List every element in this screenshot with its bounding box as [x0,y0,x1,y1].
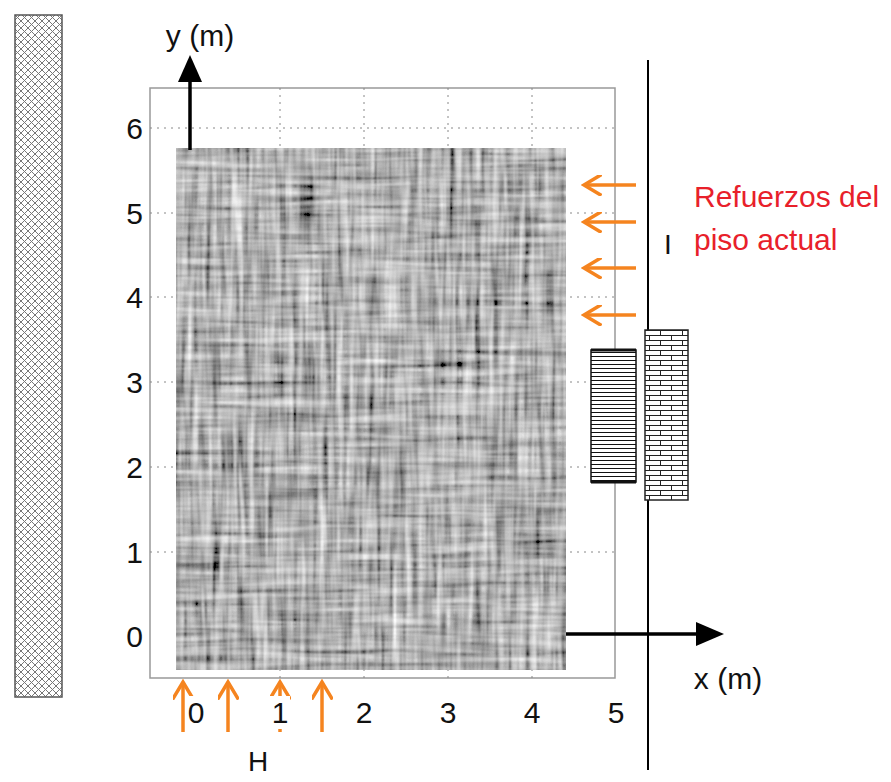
orange-arrow [584,266,636,270]
orange-arrow [584,313,636,317]
tick-label: 3 [438,696,459,729]
tick-label: 6 [124,112,145,145]
brick-wall [645,330,688,500]
tick-label: 4 [522,696,543,729]
orange-arrow [181,682,185,732]
radar-map [176,148,566,670]
tick-label: 1 [270,696,291,729]
hatched-wall [15,15,62,697]
tick-label: 5 [124,197,145,230]
striped-block [591,350,636,482]
grid-line [150,128,615,129]
orange-arrow [320,682,324,732]
tick-label: 0 [124,620,145,653]
axis-arrowhead [178,55,202,82]
axis-arrowhead [696,622,724,646]
axis-title: y (m) [164,19,236,52]
orange-arrow [584,183,636,187]
grid-lines [150,88,615,678]
block-edge [591,349,636,352]
tick-label: 1 [124,536,145,569]
orange-arrow [584,220,636,224]
tick-label: 2 [124,451,145,484]
region-label: I [662,230,674,261]
tick-label: 4 [124,281,145,314]
region-label: H [246,747,270,778]
orange-arrow [226,682,230,732]
annotation-label: Refuerzos del piso actual [692,176,888,261]
reinforcement-arrows [183,185,636,732]
tick-label: 2 [354,696,375,729]
tick-label: 3 [124,366,145,399]
tick-label: 0 [186,696,207,729]
tick-label: 5 [606,696,627,729]
x-axis [566,632,700,636]
block-edge [591,481,636,484]
axis-title: x (m) [692,662,764,695]
y-axis [188,78,192,150]
plot-frame [150,88,615,678]
